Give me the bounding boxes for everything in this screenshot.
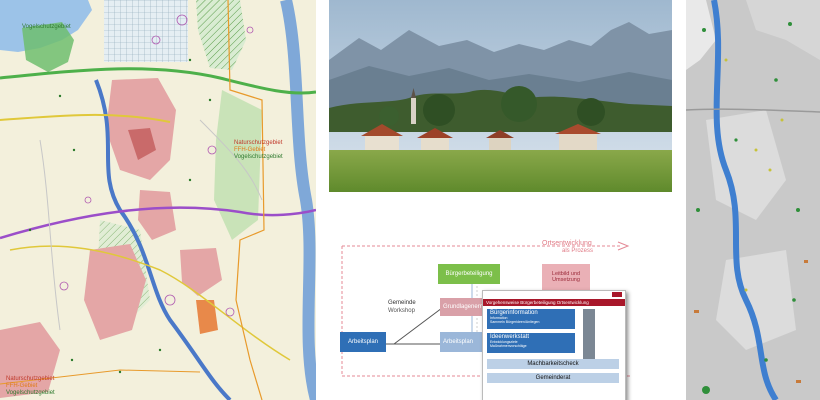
process-slide: Vorgehensweise Bürgerbeteiligung Ortsent… (482, 290, 626, 400)
grundlagen-box: Grundlagenermittlung (440, 298, 501, 316)
slide-header: Vorgehensweise Bürgerbeteiligung Ortsent… (483, 299, 625, 306)
process-subtitle: als Prozess (562, 248, 594, 254)
village-landscape-photo (329, 0, 672, 192)
ideenwerkstatt-title: Ideenwerkstatt (490, 334, 530, 340)
map-label-naturschutzgebiet-bottom: Naturschutzgebiet (6, 376, 55, 382)
gemeinde-label: Gemeinde (388, 300, 416, 306)
land-use-plan-drawing (0, 0, 316, 400)
map-label-ffh-gebiet-mid: FFH-Gebiet (234, 147, 266, 153)
land-use-plan-map: Vogelschutzgebiet Naturschutzgebiet FFH-… (0, 0, 316, 400)
map-label-vogelschutzgebiet-top: Vogelschutzgebiet (22, 24, 71, 30)
leitbild-box: Leitbild und Umsetzung (542, 264, 590, 290)
slide-logo-icon (612, 292, 622, 297)
slide-row-buergerinformation: Bürgerinformation Information Sammeln Bü… (487, 309, 575, 329)
ideenwerkstatt-item-1: Entwicklungsziele (490, 340, 518, 344)
arbeitsplan-secondary-box: Arbeitsplan (440, 332, 486, 352)
slide-vertical-bar (583, 309, 595, 363)
buergerinformation-item-2: Sammeln Bürgerideen/Anliegen (490, 320, 540, 324)
buergerbeteiligung-box: Bürgerbeteiligung (438, 264, 500, 284)
landscape-drawing (329, 0, 672, 192)
ideenwerkstatt-item-2: Maßnahmenvorschläge (490, 344, 527, 348)
map-label-vogelschutzgebiet-mid: Vogelschutzgebiet (234, 154, 283, 160)
aerial-map-drawing (686, 0, 820, 400)
map-label-vogelschutzgebiet-bottom: Vogelschutzgebiet (6, 390, 55, 396)
map-label-naturschutzgebiet-mid: Naturschutzgebiet (234, 140, 283, 146)
buergerinformation-item-1: Information (490, 316, 508, 320)
slide-row-machbarkeitscheck: Machbarkeitscheck (487, 359, 619, 369)
aerial-overlay-map (686, 0, 820, 400)
process-title: Ortsentwicklung (542, 240, 592, 247)
map-label-ffh-gebiet-bottom: FFH-Gebiet (6, 383, 38, 389)
slide-row-gemeinderat: Gemeinderat (487, 373, 619, 383)
slide-row-ideenwerkstatt: Ideenwerkstatt Entwicklungsziele Maßnahm… (487, 333, 575, 353)
buergerinformation-title: Bürgerinformation (490, 310, 538, 316)
workshop-label: Workshop (388, 308, 415, 314)
arbeitsplan-box: Arbeitsplan (340, 332, 386, 352)
participation-process-diagram: Ortsentwicklung als Prozess Bürgerbeteil… (332, 236, 674, 400)
